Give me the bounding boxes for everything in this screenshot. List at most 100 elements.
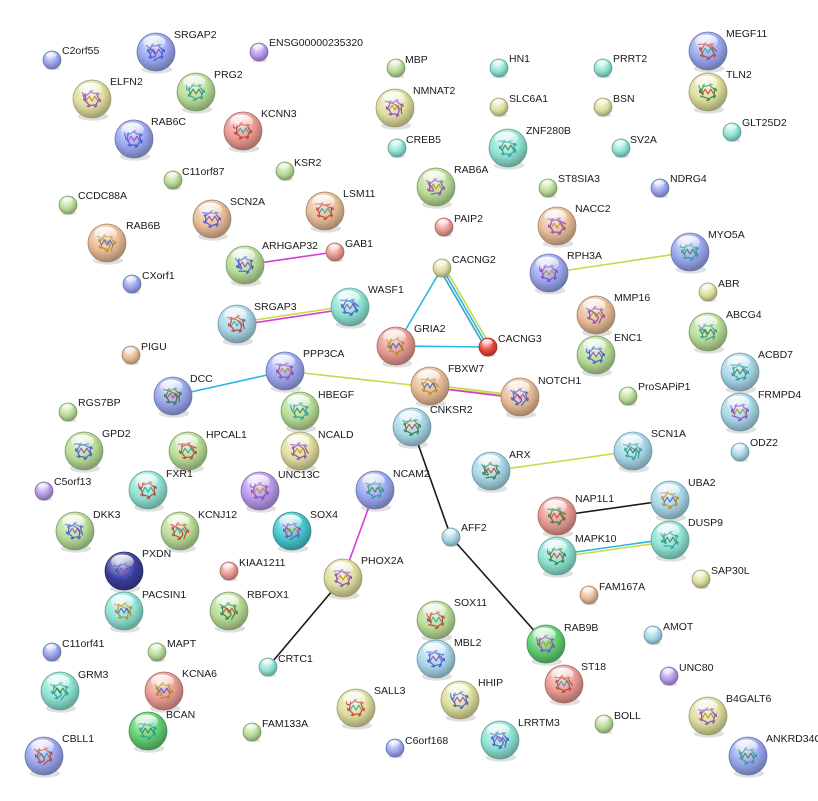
node-lsm11[interactable]: LSM11 — [305, 188, 376, 233]
node-pxdn[interactable]: PXDN — [104, 548, 171, 593]
node-prg2[interactable]: PRG2 — [176, 69, 243, 114]
node-ncald[interactable]: NCALD — [280, 429, 354, 473]
node-sap30l[interactable]: SAP30L — [691, 565, 750, 590]
node-mbl2[interactable]: MBL2 — [416, 637, 482, 681]
node-tln2[interactable]: TLN2 — [688, 69, 752, 114]
node-ensg00000235320[interactable]: ENSG00000235320 — [249, 37, 363, 63]
node-sox4[interactable]: SOX4 — [272, 509, 338, 553]
node-fxr1[interactable]: FXR1 — [128, 468, 193, 512]
node-mmp16[interactable]: MMP16 — [576, 292, 650, 337]
node-srgap2[interactable]: SRGAP2 — [136, 29, 217, 74]
node-abr[interactable]: ABR — [698, 278, 740, 303]
node-boll[interactable]: BOLL — [594, 710, 641, 735]
node-cbll1[interactable]: CBLL1 — [24, 733, 94, 778]
node-sox11[interactable]: SOX11 — [416, 597, 487, 642]
node-slc6a1[interactable]: SLC6A1 — [489, 93, 548, 118]
node-megf11[interactable]: MEGF11 — [688, 28, 767, 73]
node-nmnat2[interactable]: NMNAT2 — [375, 85, 456, 130]
node-ndrg4[interactable]: NDRG4 — [650, 173, 707, 199]
node-lrrtm3[interactable]: LRRTM3 — [480, 717, 560, 762]
node-rph3a[interactable]: RPH3A — [529, 250, 602, 295]
node-ccdc88a[interactable]: CCDC88A — [58, 190, 127, 216]
node-prosapip1[interactable]: ProSAPiP1 — [618, 381, 691, 407]
node-c6orf168[interactable]: C6orf168 — [385, 735, 448, 759]
node-mbp[interactable]: MBP — [386, 54, 428, 79]
node-mapt[interactable]: MAPT — [147, 638, 197, 663]
node-srgap3[interactable]: SRGAP3 — [217, 301, 297, 346]
node-creb5[interactable]: CREB5 — [387, 134, 441, 159]
node-prrt2[interactable]: PRRT2 — [593, 53, 647, 79]
node-st8sia3[interactable]: ST8SIA3 — [538, 173, 600, 199]
node-znf280b[interactable]: ZNF280B — [488, 125, 571, 170]
node-unc80[interactable]: UNC80 — [659, 662, 714, 687]
node-odz2[interactable]: ODZ2 — [730, 437, 778, 463]
node-rbfox1[interactable]: RBFOX1 — [209, 589, 289, 633]
node-cnksr2[interactable]: CNKSR2 — [392, 404, 473, 449]
node-c2orf55[interactable]: C2orf55 — [42, 45, 100, 71]
node-gab1[interactable]: GAB1 — [325, 238, 373, 263]
node-rgs7bp[interactable]: RGS7BP — [58, 397, 121, 423]
node-sv2a[interactable]: SV2A — [611, 134, 657, 159]
node-rab6b[interactable]: RAB6B — [87, 220, 160, 265]
node-hpcal1[interactable]: HPCAL1 — [168, 429, 247, 473]
node-notch1[interactable]: NOTCH1 — [500, 375, 581, 419]
node-crtc1[interactable]: CRTC1 — [258, 653, 313, 678]
node-frmpd4[interactable]: FRMPD4 — [720, 389, 801, 434]
node-ksr2[interactable]: KSR2 — [275, 157, 322, 182]
node-pigu[interactable]: PIGU — [121, 341, 167, 366]
node-dcc[interactable]: DCC — [153, 373, 213, 418]
node-scn1a[interactable]: SCN1A — [613, 428, 686, 473]
node-abcg4[interactable]: ABCG4 — [688, 309, 762, 354]
node-ppp3ca[interactable]: PPP3CA — [265, 348, 344, 393]
node-acbd7[interactable]: ACBD7 — [720, 349, 793, 394]
node-fam133a[interactable]: FAM133A — [242, 718, 308, 743]
node-kcnn3[interactable]: KCNN3 — [223, 108, 297, 153]
node-unc13c[interactable]: UNC13C — [240, 469, 320, 513]
node-sall3[interactable]: SALL3 — [336, 685, 406, 730]
node-grm3[interactable]: GRM3 — [40, 669, 108, 713]
node-uba2[interactable]: UBA2 — [650, 477, 716, 522]
node-bsn[interactable]: BSN — [593, 93, 635, 118]
node-dusp9[interactable]: DUSP9 — [650, 517, 723, 562]
node-hbegf[interactable]: HBEGF — [280, 389, 354, 433]
node-fam167a[interactable]: FAM167A — [579, 581, 645, 606]
node-enc1[interactable]: ENC1 — [576, 332, 642, 377]
node-bcan[interactable]: BCAN — [128, 709, 195, 753]
node-b4galt6[interactable]: B4GALT6 — [688, 693, 771, 738]
node-cacng3[interactable]: CACNG3 — [478, 333, 542, 358]
node-rab6a[interactable]: RAB6A — [416, 164, 488, 209]
node-fbxw7[interactable]: FBXW7 — [410, 363, 484, 408]
node-nap1l1[interactable]: NAP1L1 — [537, 493, 614, 538]
node-arhgap32[interactable]: ARHGAP32 — [225, 240, 318, 287]
node-rab6c[interactable]: RAB6C — [114, 116, 186, 161]
node-scn2a[interactable]: SCN2A — [192, 196, 265, 241]
node-ankrd34c[interactable]: ANKRD34C — [728, 733, 818, 778]
node-gria2[interactable]: GRIA2 — [376, 323, 446, 368]
node-hhip[interactable]: HHIP — [440, 677, 503, 722]
node-paip2[interactable]: PAIP2 — [434, 213, 483, 238]
node-aff2[interactable]: AFF2 — [441, 522, 487, 548]
node-phox2a[interactable]: PHOX2A — [323, 555, 404, 600]
node-glt25d2[interactable]: GLT25D2 — [722, 117, 787, 143]
node-c11orf87[interactable]: C11orf87 — [163, 166, 225, 191]
node-rab9b[interactable]: RAB9B — [526, 622, 598, 666]
node-hn1[interactable]: HN1 — [489, 53, 530, 79]
node-nacc2[interactable]: NACC2 — [537, 203, 611, 248]
node-elfn2[interactable]: ELFN2 — [72, 76, 143, 121]
node-kcnj12[interactable]: KCNJ12 — [160, 509, 237, 553]
node-ncam2[interactable]: NCAM2 — [355, 468, 430, 512]
node-myo5a[interactable]: MYO5A — [670, 229, 745, 274]
node-wasf1[interactable]: WASF1 — [330, 284, 404, 329]
node-kcna6[interactable]: KCNA6 — [144, 668, 217, 713]
node-cacng2[interactable]: CACNG2 — [432, 254, 496, 279]
node-kiaa1211[interactable]: KIAA1211 — [219, 557, 286, 582]
node-dkk3[interactable]: DKK3 — [55, 509, 121, 553]
node-c5orf13[interactable]: C5orf13 — [34, 476, 92, 502]
node-pacsin1[interactable]: PACSIN1 — [104, 589, 186, 633]
node-st18[interactable]: ST18 — [544, 661, 606, 706]
node-amot[interactable]: AMOT — [643, 621, 694, 646]
node-mapk10[interactable]: MAPK10 — [537, 533, 617, 578]
node-arx[interactable]: ARX — [471, 449, 531, 493]
node-cxorf1[interactable]: CXorf1 — [122, 270, 175, 295]
node-gpd2[interactable]: GPD2 — [64, 428, 131, 473]
